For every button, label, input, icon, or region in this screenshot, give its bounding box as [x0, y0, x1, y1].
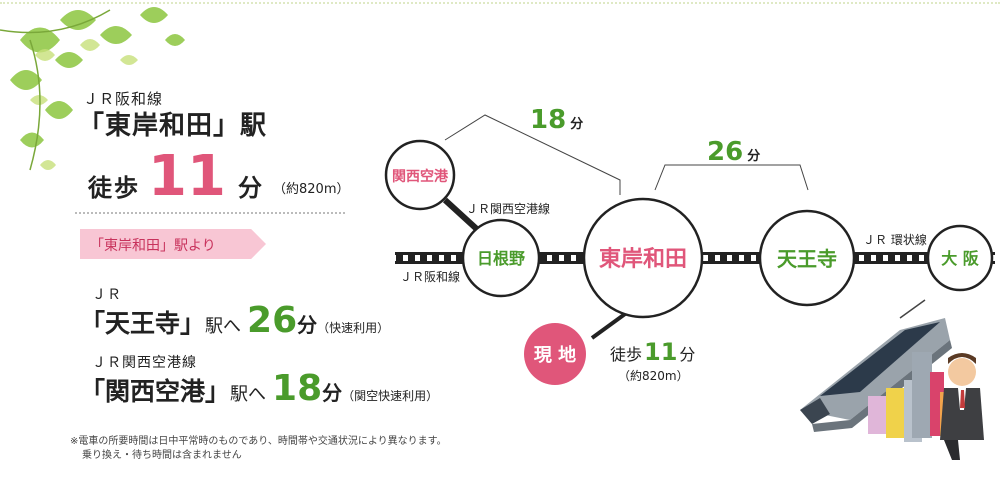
buildings-illustration: [868, 352, 954, 442]
from-station-label: 「東岸和田」駅より: [90, 238, 216, 254]
site-walk-minutes: 11: [644, 338, 677, 366]
loop-line-label: ＪＲ 環状線: [863, 232, 927, 247]
businessman-illustration: [940, 353, 984, 460]
tennoji-time-value: 26: [707, 137, 743, 167]
airport-time-bracket: [444, 114, 621, 195]
kansai-airport-line-label: ＪＲ関西空港線: [466, 201, 550, 216]
footnote-line-1: ※電車の所要時間は日中平常時のものであり、時間帯や交通状況により異なります。: [70, 436, 447, 447]
site-connector: [590, 312, 627, 340]
route-2-line: ＪＲ関西空港線: [92, 355, 197, 371]
airport-time-unit: 分: [570, 116, 583, 132]
airport-time-value: 18: [530, 105, 566, 135]
site-marker-circle: [524, 323, 586, 385]
hanwa-line-label: ＪＲ阪和線: [400, 269, 460, 284]
station-hine-label: 日根野: [477, 249, 525, 268]
station-hine-circle: [461, 218, 541, 298]
top-dotted-border: [0, 2, 1000, 4]
walk-distance: （約820m）: [273, 182, 350, 197]
airport-connector: [442, 197, 483, 235]
route-1-suffix: 駅へ: [205, 316, 242, 337]
route-1-unit: 分: [297, 313, 318, 337]
route-2-unit: 分: [322, 381, 343, 405]
tennoji-time-bracket: [654, 164, 809, 191]
from-station-tag: 「東岸和田」駅より: [80, 229, 266, 259]
train-illustration: [800, 299, 952, 432]
site-walk-distance: （約820m）: [618, 368, 689, 383]
leaves-decoration: [0, 7, 185, 171]
station-kansai-airport-label: 関西空港: [392, 168, 449, 185]
station-osaka-circle: [926, 224, 994, 292]
station-kansai-airport-circle: [384, 139, 456, 211]
route-2-note: （関空快速利用）: [342, 389, 439, 403]
route-2-dest: 「関西空港」: [80, 377, 231, 406]
line-name: ＪＲ阪和線: [83, 90, 164, 108]
station-higashikishiwada-label: 東岸和田: [599, 247, 687, 272]
station-higashikishiwada-circle: [582, 197, 704, 319]
site-walk-label: 徒歩: [610, 345, 642, 364]
walk-unit: 分: [238, 174, 262, 202]
station-tennoji-circle: [758, 209, 856, 307]
site-walk-unit: 分: [679, 345, 695, 364]
walk-time: 徒歩 11 分 （約820m）: [88, 144, 368, 210]
station-tennoji-label: 天王寺: [777, 247, 837, 271]
route-1-minutes: 26: [247, 300, 298, 341]
divider: [75, 212, 345, 214]
station-osaka-label: 大 阪: [941, 249, 980, 268]
station-name: 「東岸和田」駅: [78, 111, 268, 141]
route-1-line: ＪＲ: [92, 287, 122, 303]
walk-minutes: 11: [148, 144, 226, 209]
site-marker-label: 現 地: [534, 344, 576, 366]
tennoji-time-unit: 分: [747, 148, 760, 164]
route-2-minutes: 18: [272, 368, 323, 409]
route-2-suffix: 駅へ: [230, 384, 267, 405]
footnote-line-2: 乗り換え・待ち時間は含まれません: [82, 450, 242, 461]
route-1-dest: 「天王寺」: [80, 309, 206, 338]
route-1-note: （快速利用）: [317, 321, 390, 335]
footnote: ※電車の所要時間は日中平常時のものであり、時間帯や交通状況により異なります。 乗…: [70, 435, 447, 463]
walk-label: 徒歩: [88, 174, 140, 202]
